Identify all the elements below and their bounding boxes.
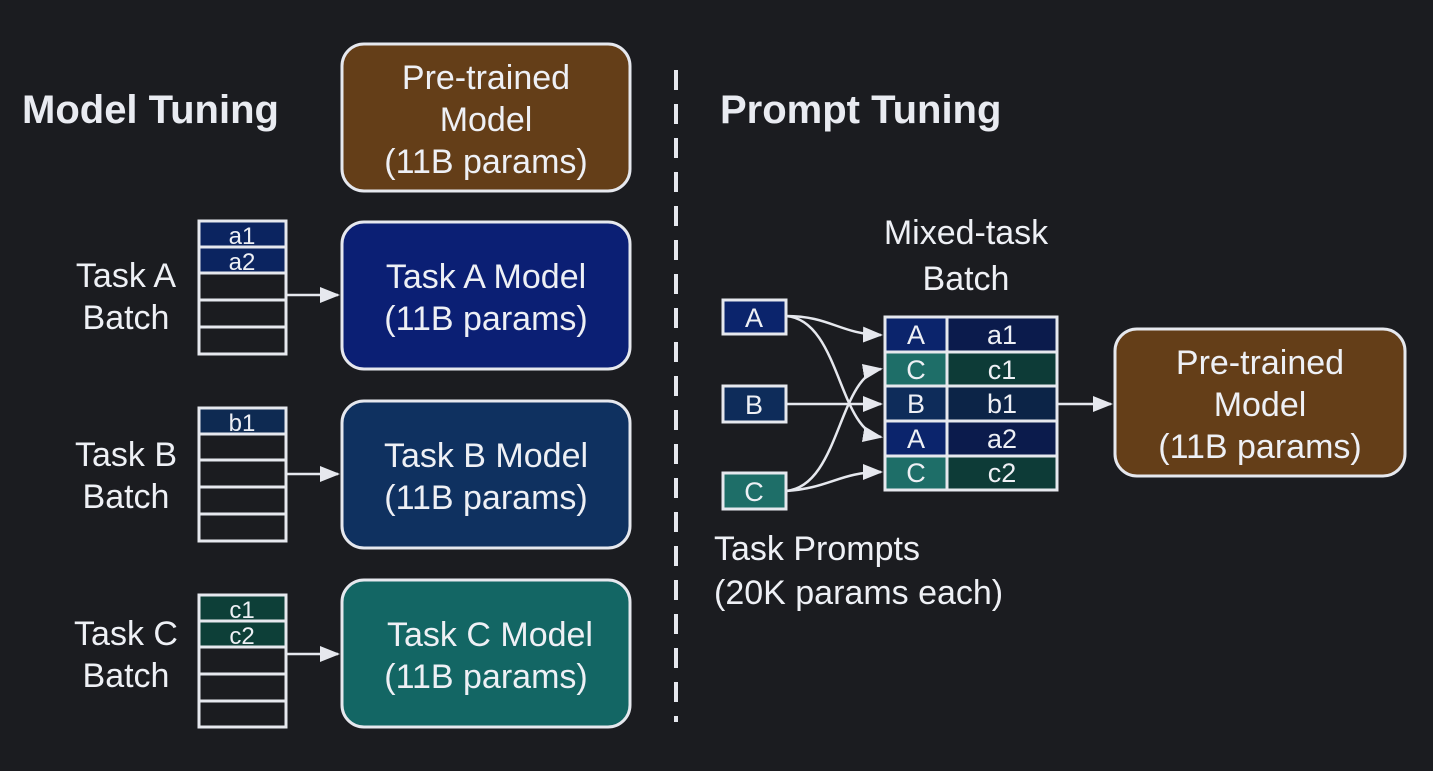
task-c-row-label-c2: c2: [229, 623, 254, 650]
task-prompt-a-label: A: [745, 303, 763, 333]
task-c-model-box: Task C Model (11B params): [340, 578, 632, 729]
mixed-batch-caption-line-1: Mixed-task: [884, 214, 1049, 252]
mixed-task-batch-table: A a1 C c1 B b1 A a2 C c2: [883, 315, 1059, 492]
task-a-row-label-a2: a2: [229, 249, 256, 276]
right-pretrained-line-2: Model: [1214, 386, 1307, 424]
route-c-to-row-2: [785, 364, 883, 493]
right-pretrained-model-box: Pre-trained Model (11B params): [1113, 327, 1407, 478]
task-c-batch-row: [197, 699, 288, 729]
mixed-row-5-prompt: C: [906, 458, 926, 488]
task-a-model-box: Task A Model (11B params): [340, 220, 632, 371]
mixed-row-3-data: b1: [987, 389, 1017, 419]
task-prompt-c: C: [721, 471, 788, 511]
mixed-row-data-cell: [945, 315, 1059, 354]
mixed-row-prompt-cell: [883, 384, 949, 423]
task-a-batch-row: [197, 245, 288, 275]
task-b-row-label-b1: b1: [229, 410, 256, 437]
task-c-model-line-1: Task C Model: [387, 616, 593, 654]
prompt-tuning-title: Prompt Tuning: [720, 88, 1001, 132]
prompt-routing-arrows: [785, 314, 883, 493]
task-b-model-box: Task B Model (11B params): [340, 399, 632, 550]
task-b-batch-stack: b1: [197, 406, 288, 543]
task-b-batch-row: [197, 406, 288, 436]
task-c-batch-row: [197, 645, 288, 676]
left-pretrained-line-3: (11B params): [384, 143, 587, 181]
task-b-model-line-2: (11B params): [384, 479, 587, 517]
mixed-row-2-data: c1: [988, 355, 1017, 385]
mixed-row-data-cell: [945, 384, 1059, 423]
task-b-batch-row: [197, 432, 288, 462]
task-prompts-caption-line-2: (20K params each): [714, 574, 1003, 612]
task-a-model-line-1: Task A Model: [386, 258, 586, 296]
mixed-row-data-cell: [945, 350, 1059, 388]
mixed-row-prompt-cell: [883, 454, 949, 492]
left-pretrained-line-1: Pre-trained: [402, 59, 570, 97]
task-a-model-line-2: (11B params): [384, 300, 587, 338]
mixed-row-2-prompt: C: [906, 355, 926, 385]
task-a-batch-row: [197, 219, 288, 249]
route-a-to-row-1: [785, 314, 883, 343]
task-prompt-a: A: [721, 298, 788, 336]
mixed-row-3-prompt: B: [907, 389, 925, 419]
model-tuning-title: Model Tuning: [22, 88, 279, 132]
task-a-batch-row: [197, 325, 288, 356]
task-prompt-b-label: B: [745, 390, 763, 420]
task-c-batch-stack: c1 c2: [197, 593, 288, 729]
mixed-row-1-data: a1: [987, 320, 1017, 350]
task-a-batch-row: [197, 298, 288, 329]
mixed-row-prompt-cell: [883, 419, 949, 458]
task-b-model-line-1: Task B Model: [384, 437, 588, 475]
task-c-batch-row: [197, 593, 288, 623]
mixed-row-prompt-cell: [883, 350, 949, 388]
task-c-batch-label-line-2: Batch: [83, 657, 170, 695]
mixed-batch-caption-line-2: Batch: [923, 260, 1010, 298]
task-prompts: A B C: [721, 298, 788, 511]
route-c-to-row-5: [785, 464, 883, 493]
task-a-batch-stack: a1 a2: [197, 219, 288, 356]
task-a-group: Task A Batch a1 a2 Task A Model (11B par…: [76, 219, 632, 371]
task-a-row-label-a1: a1: [229, 223, 256, 250]
left-pretrained-model-box: Pre-trained Model (11B params): [340, 42, 632, 193]
mixed-row-5-data: c2: [988, 458, 1017, 488]
task-c-model-line-2: (11B params): [384, 658, 587, 696]
task-b-batch-label-line-2: Batch: [83, 478, 170, 516]
task-b-batch-label-line-1: Task B: [75, 436, 177, 474]
task-b-batch-row: [197, 458, 288, 489]
mixed-row-1-prompt: A: [907, 320, 925, 350]
task-c-group: Task C Batch c1 c2 Task C Model (11B par…: [74, 578, 632, 729]
task-b-group: Task B Batch b1 Task B Model (11B params…: [75, 399, 632, 550]
task-c-row-label-c1: c1: [229, 597, 254, 624]
right-pretrained-line-3: (11B params): [1158, 428, 1361, 466]
right-pretrained-line-1: Pre-trained: [1176, 344, 1344, 382]
task-c-batch-label-line-1: Task C: [74, 615, 178, 653]
task-b-batch-row: [197, 485, 288, 516]
task-b-batch-row: [197, 512, 288, 543]
task-a-batch-label-line-2: Batch: [83, 299, 170, 337]
task-prompt-b: B: [721, 384, 788, 424]
task-prompts-caption-line-1: Task Prompts: [714, 530, 920, 568]
mixed-row-prompt-cell: [883, 315, 949, 354]
task-prompt-c-label: C: [744, 477, 764, 507]
mixed-row-4-prompt: A: [907, 424, 925, 454]
mixed-row-data-cell: [945, 454, 1059, 492]
left-pretrained-line-2: Model: [440, 101, 533, 139]
task-a-batch-label-line-1: Task A: [76, 257, 176, 295]
mixed-row-4-data: a2: [987, 424, 1017, 454]
task-a-batch-row: [197, 271, 288, 302]
task-c-batch-row: [197, 672, 288, 703]
route-a-to-row-4: [785, 314, 883, 442]
